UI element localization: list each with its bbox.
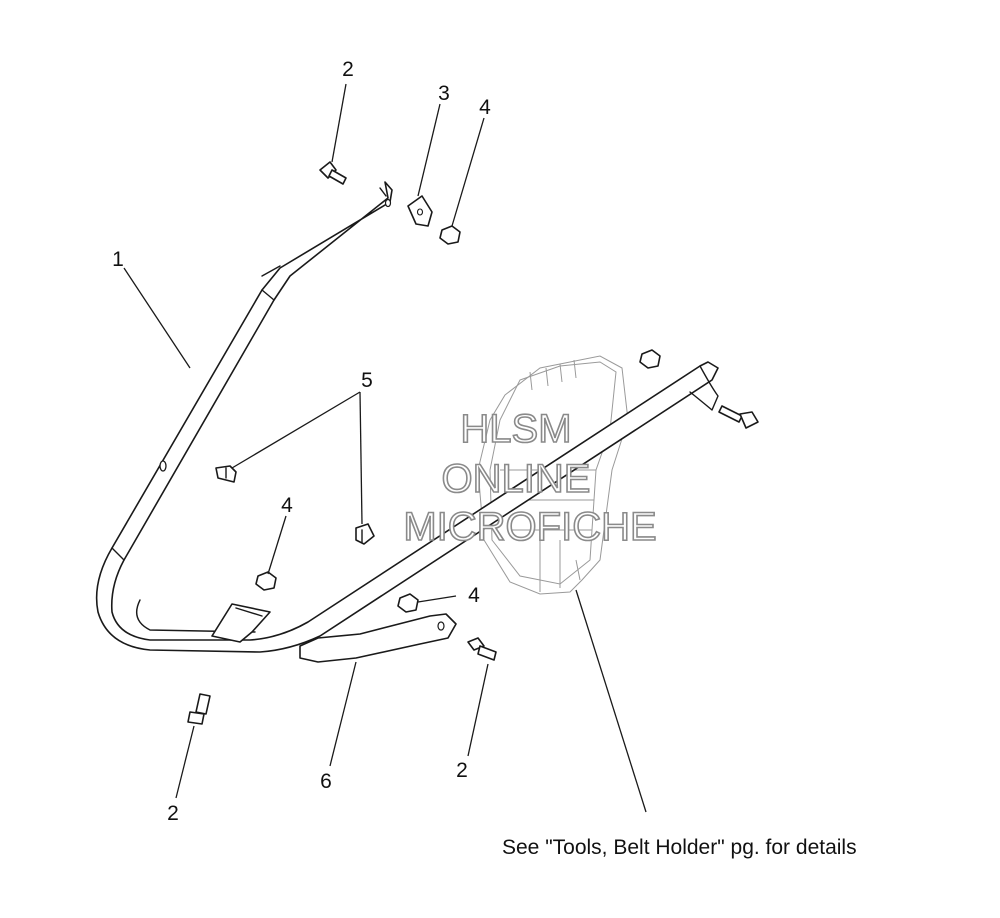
callout-1: 1 — [112, 248, 124, 271]
watermark-line-3: MICROFICHE — [403, 505, 656, 549]
nut-right — [639, 349, 661, 369]
lower-plate — [211, 603, 271, 643]
handle-tube — [95, 181, 719, 653]
push-pin-lower — [355, 523, 375, 545]
support-arm — [299, 613, 457, 663]
callout-2-lower-middle: 2 — [456, 759, 468, 782]
bolt-lower-left — [187, 693, 211, 725]
nut-lower — [397, 593, 419, 613]
bolt-top — [319, 161, 347, 185]
leader-lines — [123, 83, 647, 813]
bolt-lower-middle — [467, 637, 497, 661]
watermark-line-2: ONLINE — [442, 457, 591, 501]
callout-4-top: 4 — [479, 96, 491, 119]
callout-3: 3 — [438, 82, 450, 105]
watermark: HLSM ONLINE MICROFICHE — [403, 406, 658, 550]
watermark-line-1: HLSM — [460, 407, 571, 451]
callout-5: 5 — [361, 369, 373, 392]
push-pin-upper — [215, 465, 237, 483]
callout-4-left: 4 — [281, 494, 293, 517]
nut-top — [439, 225, 461, 245]
bracket — [407, 195, 433, 227]
callout-2-lower-left: 2 — [167, 802, 179, 825]
callout-4-lower: 4 — [468, 584, 480, 607]
belt-holder-note: See "Tools, Belt Holder" pg. for details — [502, 836, 857, 859]
bolt-right — [718, 405, 759, 429]
callout-2-top: 2 — [342, 58, 354, 81]
nut-left — [255, 571, 277, 591]
callout-6: 6 — [320, 770, 332, 793]
